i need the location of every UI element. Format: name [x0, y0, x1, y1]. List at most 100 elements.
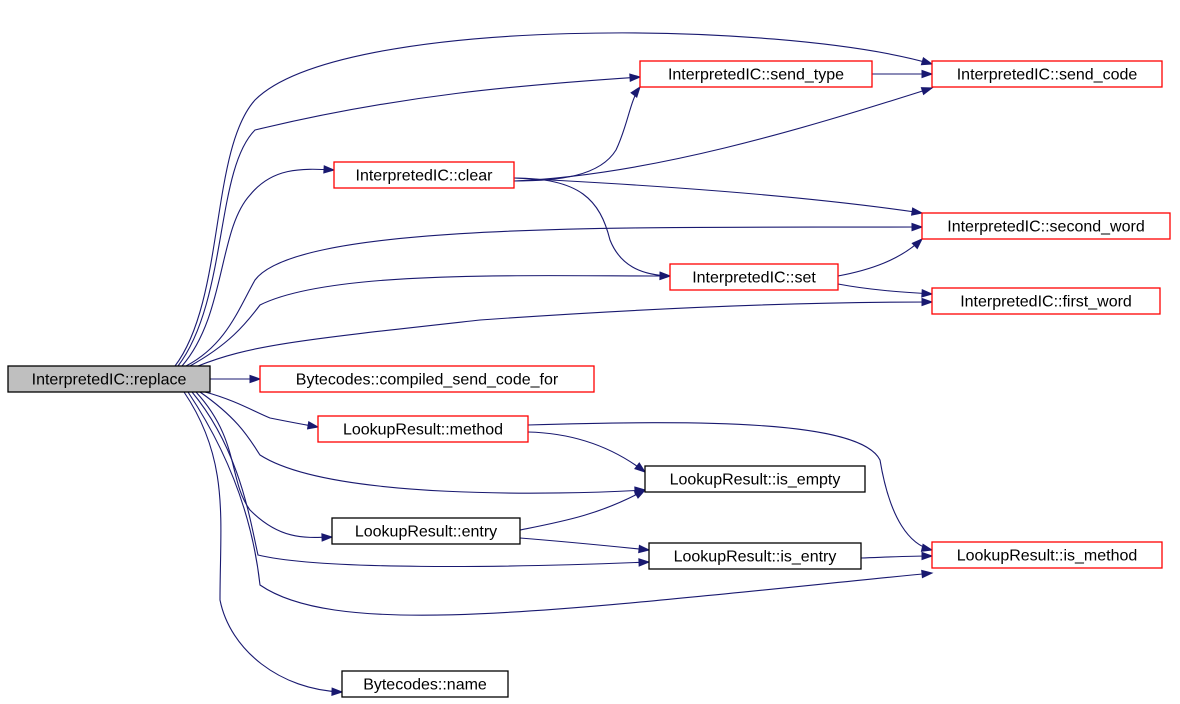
edge-line [513, 177, 671, 277]
node-box[interactable] [931, 541, 1163, 569]
node-root: InterpretedIC::replace [7, 365, 211, 393]
node-label: InterpretedIC::send_code [957, 67, 1138, 84]
node-box [644, 465, 866, 493]
arrowhead-icon [921, 289, 934, 298]
edge-line [177, 76, 641, 367]
nodes-layer: InterpretedIC::replace InterpretedIC::sen… [7, 60, 1171, 698]
node-send-code[interactable]: InterpretedIC::send_code [931, 60, 1163, 88]
node-box [341, 670, 509, 698]
node-label: LookupResult::entry [355, 524, 497, 541]
node-box[interactable] [259, 365, 595, 393]
node-lr-method[interactable]: LookupResult::method [317, 415, 529, 443]
edge-is-entry-to-is-method [860, 551, 934, 561]
node-set[interactable]: InterpretedIC::set [669, 263, 839, 291]
node-label: Bytecodes::name [363, 677, 487, 694]
arrowhead-icon [920, 87, 934, 96]
edge-set-to-first-word [837, 283, 934, 298]
node-compiled-send-code-for[interactable]: Bytecodes::compiled_send_code_for [259, 365, 595, 393]
arrowhead-icon [331, 687, 344, 696]
edge-clear-to-send-code [513, 87, 934, 182]
node-entry: LookupResult::entry [331, 517, 521, 545]
edge-root-to-send-code [174, 32, 934, 367]
edge-line [199, 391, 646, 494]
node-box[interactable] [931, 60, 1163, 88]
edge-root-to-set [189, 271, 672, 367]
node-label: InterpretedIC::replace [32, 372, 187, 389]
edge-entry-to-is-entry [519, 537, 651, 554]
arrowhead-icon [921, 69, 934, 79]
edge-line [187, 391, 933, 616]
edge-line [195, 391, 333, 539]
arrowhead-icon [629, 73, 642, 83]
edge-root-to-lr-method [204, 391, 320, 430]
arrowhead-icon [630, 85, 641, 98]
edge-line [527, 422, 933, 551]
edge-line [837, 238, 923, 277]
arrowhead-icon [921, 569, 934, 579]
edge-line [204, 391, 319, 428]
node-box[interactable] [931, 287, 1161, 315]
edge-line [191, 391, 650, 568]
arrowhead-icon [921, 551, 934, 561]
edge-line [513, 87, 933, 182]
edge-root-to-second-word [185, 222, 924, 367]
edge-clear-to-send-type [513, 85, 641, 182]
edge-line [860, 555, 933, 559]
arrowhead-icon [638, 544, 651, 554]
arrowhead-icon [911, 237, 924, 250]
node-send-type[interactable]: InterpretedIC::send_type [639, 60, 873, 88]
edge-send-type-to-send-code [872, 69, 934, 79]
arrowhead-icon [633, 489, 647, 499]
arrowhead-icon [920, 543, 934, 552]
node-box[interactable] [639, 60, 873, 88]
edge-entry-to-is-empty [519, 489, 647, 531]
edge-line [519, 489, 646, 531]
node-label: LookupResult::is_method [957, 548, 1138, 565]
node-is-empty: LookupResult::is_empty [644, 465, 866, 493]
arrowhead-icon [659, 271, 672, 280]
node-is-method[interactable]: LookupResult::is_method [931, 541, 1163, 569]
node-box[interactable] [317, 415, 529, 443]
arrowhead-icon [634, 462, 647, 473]
node-clear[interactable]: InterpretedIC::clear [333, 161, 515, 189]
node-label: InterpretedIC::first_word [960, 294, 1132, 311]
edge-line [527, 431, 646, 473]
node-first-word[interactable]: InterpretedIC::first_word [931, 287, 1161, 315]
edge-lr-method-to-is-method [527, 422, 934, 552]
node-second-word[interactable]: InterpretedIC::second_word [921, 212, 1171, 240]
node-label: InterpretedIC::clear [356, 168, 494, 185]
edge-line [837, 283, 933, 295]
node-label: InterpretedIC::second_word [947, 219, 1144, 236]
edge-root-to-compiled-send-code-for [209, 374, 262, 384]
edge-line [513, 177, 923, 214]
edge-line [519, 537, 650, 551]
edge-lr-method-to-is-empty [527, 431, 647, 473]
edge-root-to-is-method [187, 391, 934, 616]
edge-line [513, 86, 641, 182]
arrowhead-icon [921, 297, 934, 307]
node-box[interactable] [921, 212, 1171, 240]
edge-line [185, 226, 923, 367]
node-label: InterpretedIC::send_type [668, 67, 844, 84]
node-box[interactable] [333, 161, 515, 189]
arrowhead-icon [638, 558, 651, 567]
edge-root-to-send-type [177, 73, 642, 367]
edge-set-to-second-word [837, 237, 924, 277]
edge-clear-to-second-word [513, 177, 924, 216]
edge-root-to-bc-name [183, 391, 344, 696]
node-box [331, 517, 521, 545]
arrowhead-icon [323, 165, 336, 174]
arrowhead-icon [306, 421, 320, 430]
edge-root-to-is-entry [191, 391, 651, 568]
edge-line [197, 301, 933, 367]
edge-line [174, 32, 933, 367]
node-box [648, 542, 862, 570]
edge-root-to-entry [195, 391, 334, 542]
arrowhead-icon [321, 533, 334, 542]
node-box[interactable] [669, 263, 839, 291]
edge-root-to-is-empty [199, 391, 647, 495]
arrowhead-icon [249, 374, 262, 384]
arrowhead-icon [910, 207, 924, 216]
node-label: Bytecodes::compiled_send_code_for [296, 372, 559, 389]
